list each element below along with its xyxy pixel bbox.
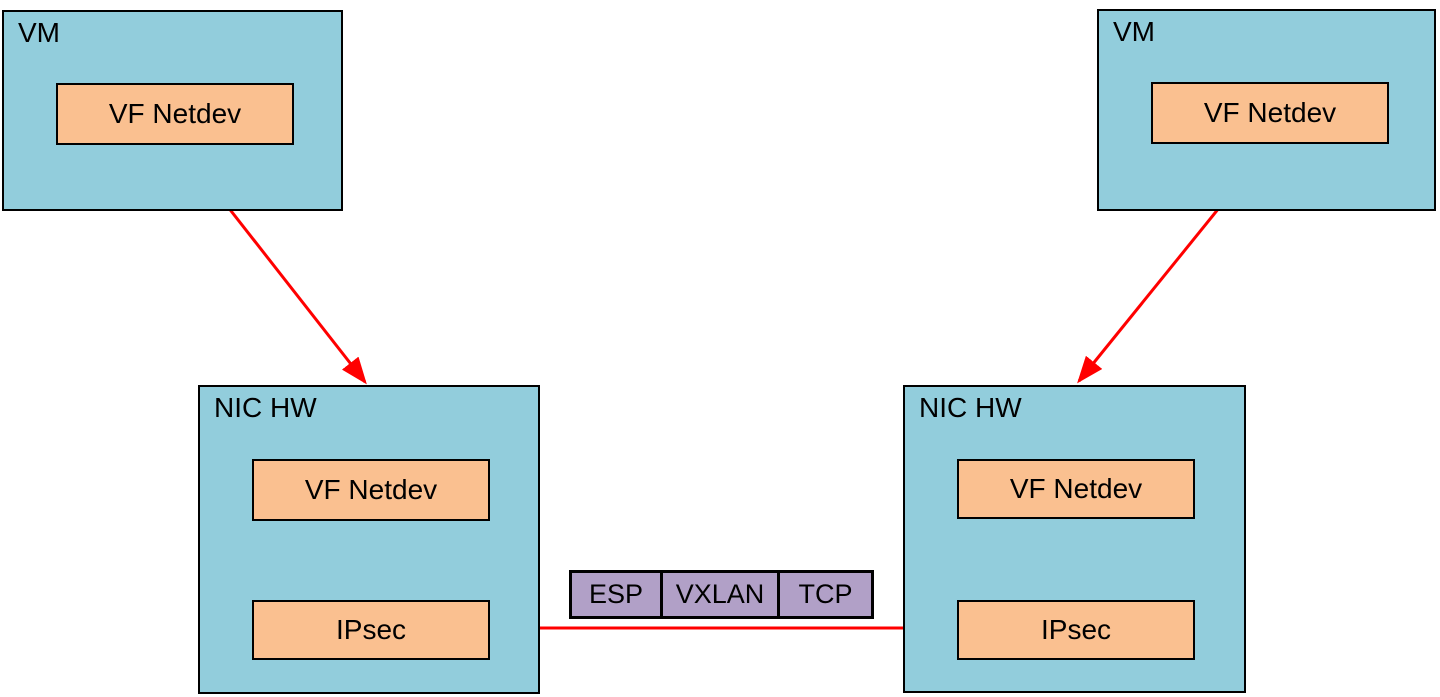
- packet-segment-esp: ESP: [569, 570, 663, 619]
- vm-left-box: VM VF Netdev: [2, 10, 343, 211]
- vm-right-vf-netdev-box: VF Netdev: [1151, 82, 1389, 144]
- vm-right-label: VM: [1113, 16, 1155, 47]
- nic-left-label: NIC HW: [214, 392, 317, 423]
- nic-left-ipsec-box: IPsec: [252, 600, 490, 660]
- packet-segment-vxlan: VXLAN: [660, 570, 780, 619]
- nic-right-box: NIC HW VF Netdev IPsec: [903, 385, 1246, 693]
- nic-right-ipsec-box: IPsec: [957, 600, 1195, 660]
- nic-right-vf-netdev-box: VF Netdev: [957, 459, 1195, 519]
- packet-segment-tcp: TCP: [777, 570, 874, 619]
- nic-right-label: NIC HW: [919, 392, 1022, 423]
- nic-left-box: NIC HW VF Netdev IPsec: [198, 385, 540, 694]
- packet-header-strip: ESP VXLAN TCP: [569, 570, 874, 619]
- vm-left-vf-netdev-box: VF Netdev: [56, 83, 294, 145]
- nic-left-vf-netdev-box: VF Netdev: [252, 459, 490, 521]
- vm-left-label: VM: [18, 17, 60, 48]
- vm-right-box: VM VF Netdev: [1097, 9, 1436, 211]
